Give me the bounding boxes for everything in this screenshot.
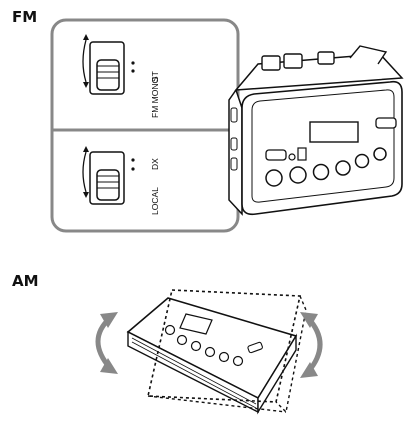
switch-label-dx: DX: [150, 158, 160, 170]
radio-display: [309, 121, 359, 143]
switch-label-local: LOCAL: [150, 187, 160, 215]
switch-arrow-icon: [82, 39, 87, 83]
am-section-label: AM: [12, 272, 39, 290]
switch-label-st: ST: [150, 71, 160, 82]
local-dx-switch[interactable]: DX LOCAL: [82, 146, 160, 215]
switch-arrow-icon: [82, 151, 87, 193]
switch-label-fm-mono: FM MONO: [150, 77, 160, 118]
switch-knob: [96, 169, 120, 201]
radio-device-illustration: [228, 45, 404, 216]
rotate-arrow-right-icon: [300, 312, 323, 378]
fm-section-label: FM: [12, 8, 38, 26]
mode-switch[interactable]: ST FM MONO: [82, 34, 160, 118]
switch-knob: [96, 59, 120, 91]
rotate-arrow-left-icon: [95, 312, 118, 374]
am-rotation-diagram: [95, 289, 323, 415]
